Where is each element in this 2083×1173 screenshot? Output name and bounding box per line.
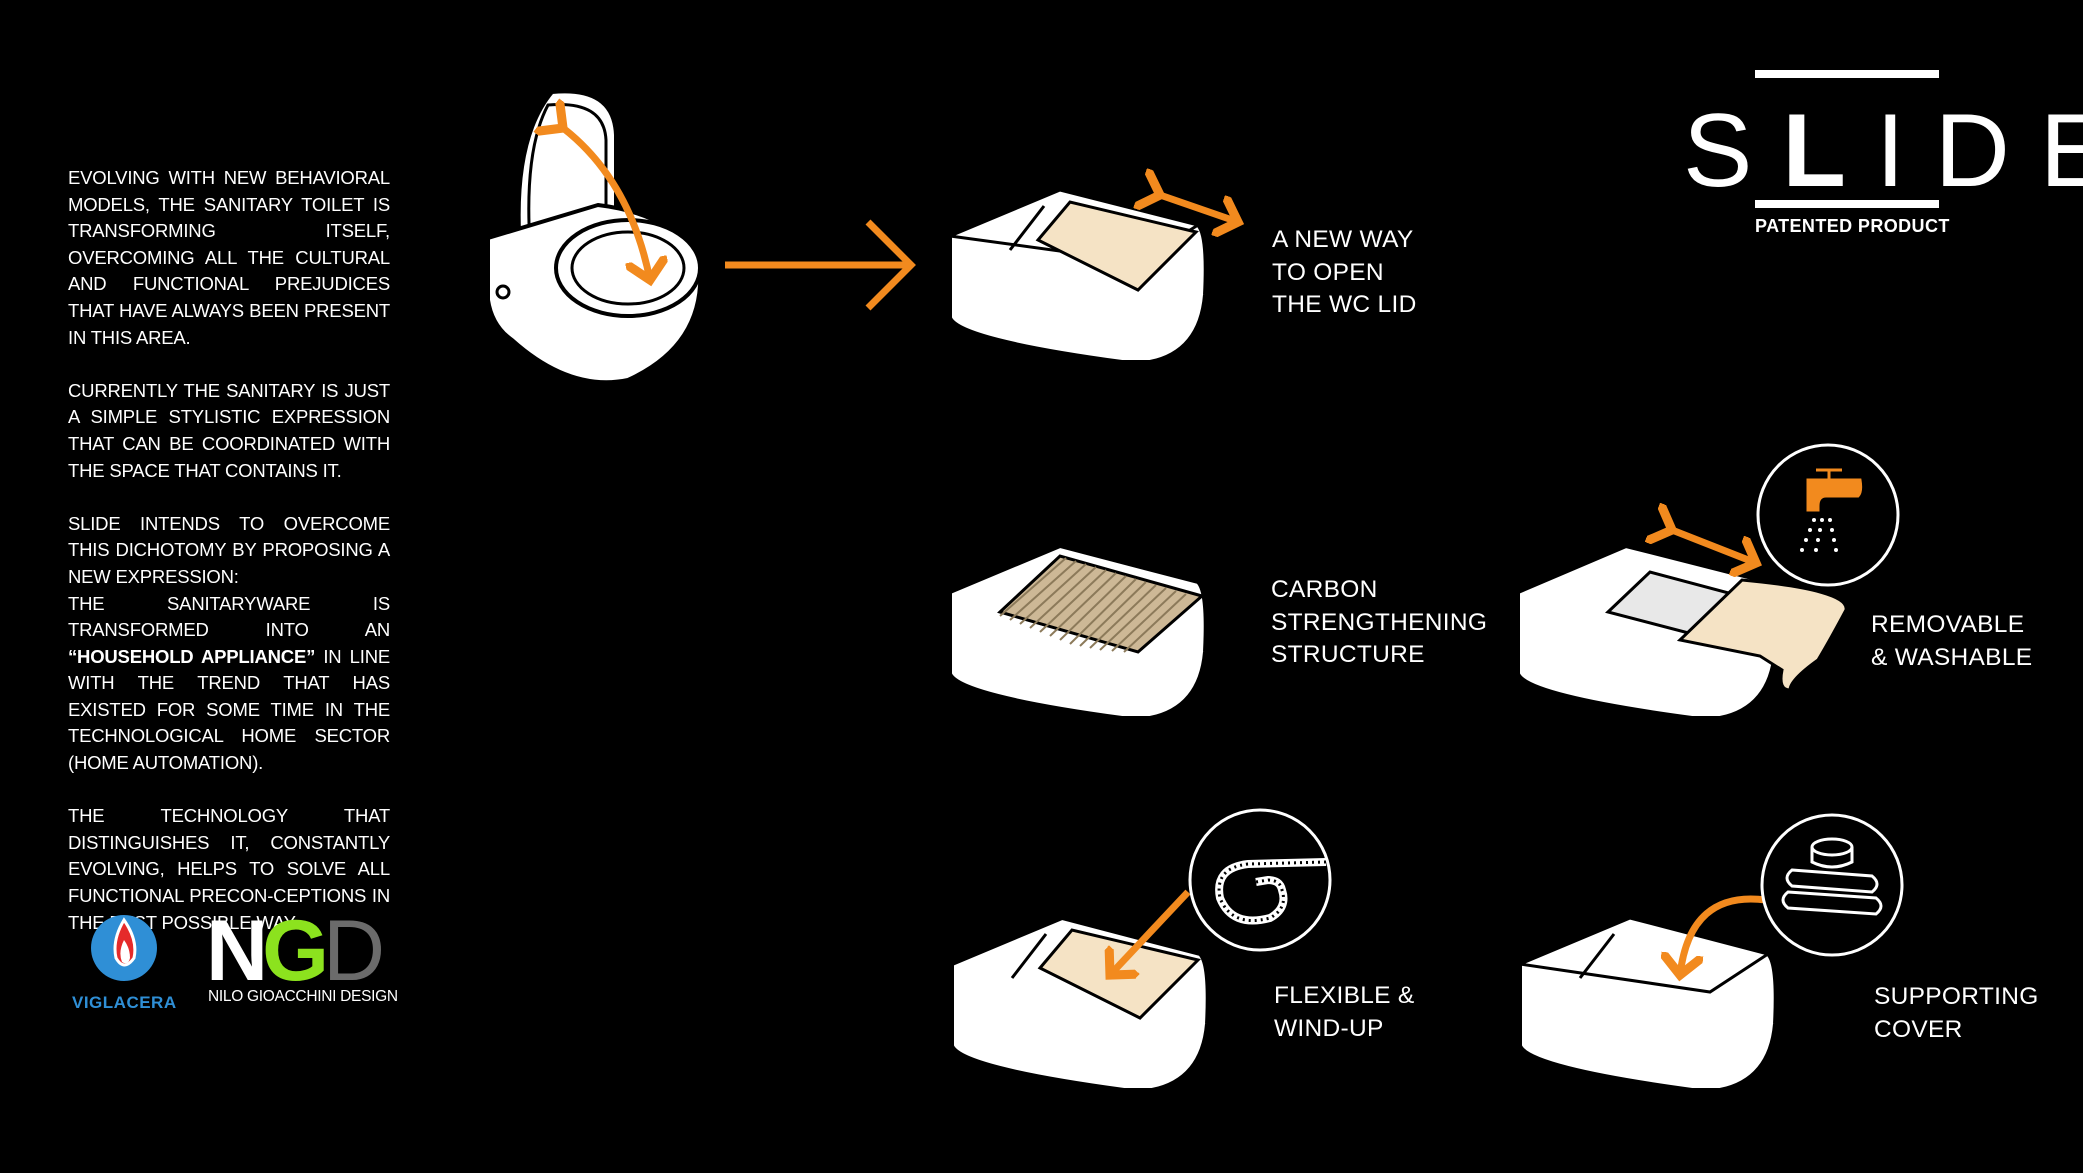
- viglacera-logo-icon: [91, 915, 157, 981]
- feature-removable-label: REMOVABLE& WASHABLE: [1871, 611, 2033, 671]
- brand-bottom-bar: [1755, 200, 1939, 208]
- brand-wordmark: SLIDE: [1683, 93, 2083, 209]
- household-appliance-emphasis: “HOUSEHOLD APPLIANCE”: [68, 645, 316, 667]
- transform-arrow-icon: [725, 219, 916, 311]
- feature-flexible-label: FLEXIBLE &WIND-UP: [1274, 982, 1415, 1042]
- intro-paragraph-3: SLIDE INTENDS TO OVERCOME THIS DICHOTOMY…: [68, 512, 390, 587]
- intro-paragraph-4: THE SANITARYWARE IS TRANSFORMED INTO AN …: [68, 592, 391, 774]
- slide-module-supporting-icon: [1514, 813, 1904, 1092]
- slide-module-flexible-icon: [950, 808, 1332, 1092]
- intro-paragraph-2: CURRENTLY THE SANITARY IS JUST A SIMPLE …: [68, 379, 390, 481]
- toilet-open-icon: [486, 89, 703, 385]
- viglacera-logo-text: VIGLACERA: [72, 993, 177, 1012]
- ngd-logo: NGD: [206, 903, 385, 999]
- brand-top-bar: [1755, 70, 1939, 78]
- slide-module-open-lid-icon: [944, 190, 1238, 364]
- intro-text: EVOLVING WITH NEW BEHAVIORAL MODELS, THE…: [68, 165, 390, 963]
- ngd-subtitle: NILO GIOACCHINI DESIGN: [208, 988, 398, 1005]
- intro-paragraph-5: THE TECHNOLOGY THAT DISTINGUISHES IT, CO…: [68, 805, 390, 933]
- slide-brand: SLIDE PATENTED PRODUCT: [1683, 68, 2083, 243]
- intro-paragraph-1: EVOLVING WITH NEW BEHAVIORAL MODELS, THE…: [68, 167, 390, 348]
- slide-module-carbon-icon: [948, 543, 1208, 720]
- patented-product-label: PATENTED PRODUCT: [1755, 216, 1950, 236]
- slide-module-removable-icon: [1516, 443, 1900, 720]
